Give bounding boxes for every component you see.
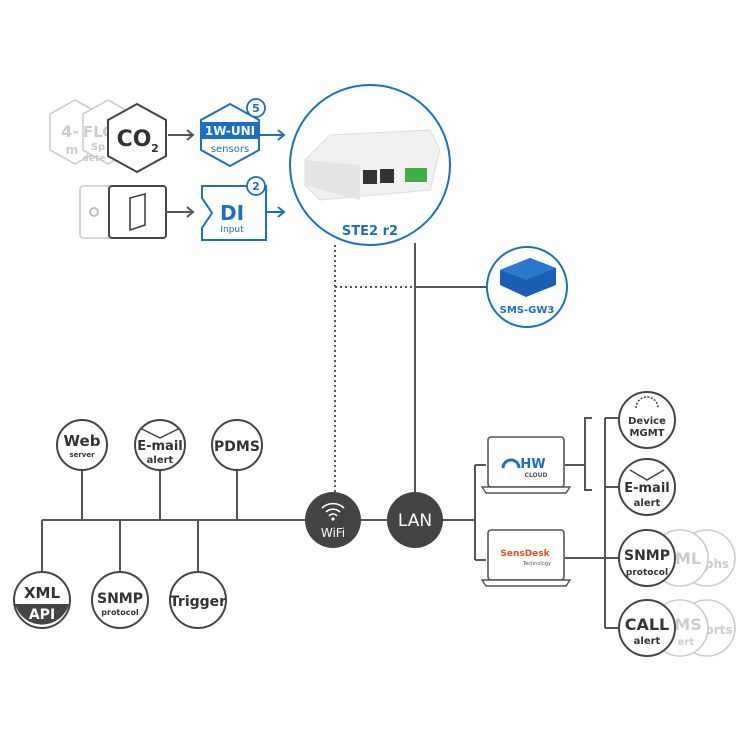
onewire-sensors-node: 1W-UNI sensors 5 <box>200 98 266 168</box>
hwg-cloud-laptop[interactable]: HW CLOUD <box>480 436 572 494</box>
arrow-icon <box>166 206 195 218</box>
ste2-device-node[interactable]: STE2 r2 <box>289 84 451 246</box>
faded-sensor-text: Sp <box>91 142 105 153</box>
wifi-label: WiFi <box>321 526 345 540</box>
faded-sensor-text: m <box>66 143 79 157</box>
door-icon <box>129 192 146 232</box>
count-badge-text: 5 <box>252 102 260 115</box>
faded-sensor-text: 4- <box>61 122 79 141</box>
email-alert-node: E-mail alert <box>134 419 186 471</box>
connection-lines <box>41 243 620 629</box>
faded-text: MS <box>674 615 701 634</box>
gateway-label: SMS-GW3 <box>500 305 555 316</box>
email-alert-node: E-mail alert <box>618 458 676 516</box>
node-subtitle: MGMT <box>630 428 665 439</box>
envelope-icon <box>139 427 181 439</box>
arrow-icon <box>260 129 286 141</box>
device-label: STE2 r2 <box>342 224 398 239</box>
cloud-brand: HW <box>520 457 545 472</box>
cloud-brand: SensDesk <box>500 549 550 559</box>
faded-text: orts <box>705 623 732 637</box>
door-contact-sensor <box>108 185 167 239</box>
snmp-protocol-node: SNMP protocol <box>91 571 149 629</box>
node-title: Web <box>64 432 101 450</box>
co2-label: CO <box>117 127 152 152</box>
node-subtitle: alert <box>147 455 174 466</box>
count-badge <box>246 98 266 118</box>
faded-text: phs <box>705 557 729 571</box>
call-alert-node: CALL alert <box>618 599 676 657</box>
node-subtitle: protocol <box>101 608 139 617</box>
sensdesk-laptop[interactable]: SensDesk Technology <box>480 529 572 587</box>
node-subtitle: alert <box>634 498 661 509</box>
xml-api-node: XML API <box>13 571 71 629</box>
node-title: Trigger <box>170 594 226 610</box>
node-title: E-mail <box>624 481 670 496</box>
lan-hub[interactable]: LAN <box>387 492 443 548</box>
pdms-node: PDMS <box>211 419 263 471</box>
web-server-node: Web server <box>56 419 108 471</box>
node-title: CALL <box>625 615 670 634</box>
cloud-sub: Technology <box>522 561 551 567</box>
node-subtitle: API <box>29 607 55 623</box>
digital-input-node: DI Input 2 <box>201 176 267 241</box>
node-title: XML <box>24 584 60 602</box>
co2-sensor: CO 2 <box>107 102 167 174</box>
wifi-icon <box>321 502 345 517</box>
di-title: DI <box>220 201 244 225</box>
onewire-subtitle: sensors <box>211 144 249 155</box>
node-title: E-mail <box>137 439 183 454</box>
onewire-title: 1W-UNI <box>205 124 255 138</box>
node-title: PDMS <box>214 439 260 455</box>
lan-label: LAN <box>398 511 432 531</box>
node-title: SNMP <box>624 548 670 564</box>
di-subtitle: Input <box>220 225 244 235</box>
arrow-icon <box>266 206 286 218</box>
faded-sensor-text: dete <box>83 154 106 164</box>
node-title: Device <box>628 416 666 427</box>
count-badge-text: 2 <box>252 180 260 193</box>
faded-text: ML <box>675 549 701 568</box>
device-management-node: Device MGMT <box>618 391 676 449</box>
faded-text: ert <box>678 637 695 648</box>
node-subtitle: alert <box>634 636 661 647</box>
node-title: SNMP <box>97 591 143 607</box>
wifi-hub[interactable]: WiFi <box>305 492 361 548</box>
arrow-icon <box>168 129 195 141</box>
co2-subscript: 2 <box>151 142 159 155</box>
gear-icon <box>635 396 659 409</box>
snmp-protocol-node: SNMP protocol <box>618 529 676 587</box>
node-subtitle: protocol <box>626 568 668 578</box>
faded-service-nodes: phs ML orts MS ert <box>651 529 736 657</box>
envelope-icon <box>629 469 665 481</box>
device-image <box>304 129 441 201</box>
count-badge <box>246 176 266 196</box>
hwg-logo-icon <box>501 458 521 469</box>
cloud-sub: CLOUD <box>525 472 548 479</box>
sms-gateway-node[interactable]: SMS-GW3 <box>486 246 568 328</box>
node-subtitle: server <box>69 451 95 459</box>
trigger-node: Trigger <box>169 571 227 629</box>
